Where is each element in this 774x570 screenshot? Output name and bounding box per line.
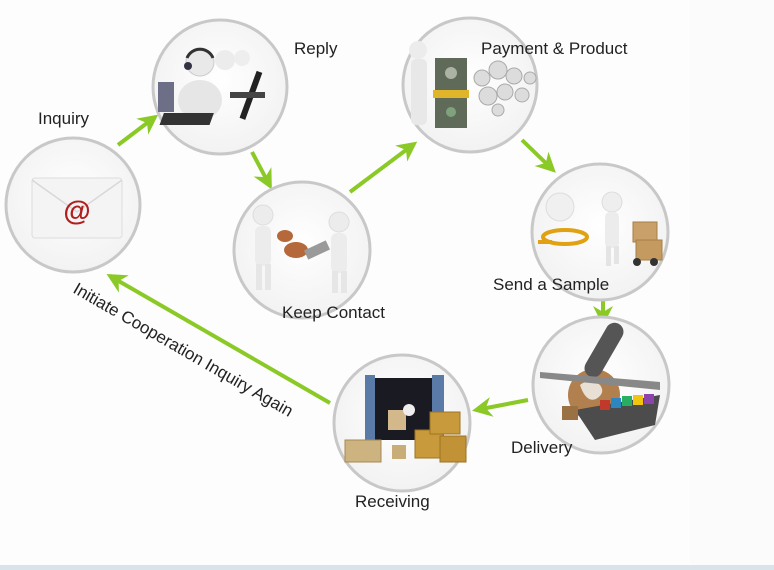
step-inquiry: @ Inquiry	[4, 109, 142, 274]
step-send-sample: Send a Sample	[493, 162, 670, 302]
handshake-exchange-icon	[252, 204, 350, 293]
step-reply: Reply	[151, 18, 338, 156]
arrow-delivery-to-receiving	[472, 397, 529, 417]
step-delivery: Delivery	[511, 315, 671, 457]
right-margin-band	[690, 0, 774, 565]
arrow-payment-to-sample	[520, 138, 556, 173]
call-center-operators-icon	[158, 47, 265, 125]
magnifier-hand-truck-icon	[538, 191, 663, 266]
svg-text:@: @	[63, 195, 90, 226]
flow-arrows	[106, 114, 613, 417]
step-label: Reply	[294, 39, 338, 58]
step-payment-product: Payment & Product	[401, 16, 628, 154]
step-label: Keep Contact	[282, 303, 385, 322]
step-label: Receiving	[355, 492, 430, 511]
step-label: Payment & Product	[481, 39, 628, 58]
arrow-inquiry-to-reply	[116, 114, 159, 147]
step-label: Delivery	[511, 438, 573, 457]
arrow-receiving-to-inquiry	[106, 274, 331, 405]
step-label: Send a Sample	[493, 275, 609, 294]
container-boxes-icon	[344, 375, 467, 463]
step-keep-contact: Keep Contact	[232, 180, 385, 322]
plane-globe-ship-icon	[540, 322, 660, 440]
step-label: Inquiry	[38, 109, 90, 128]
money-gears-icon	[409, 41, 537, 128]
bottom-border-bar	[0, 565, 774, 570]
step-receiving: Receiving	[332, 353, 472, 511]
arrow-keep-contact-to-payment	[348, 141, 418, 194]
email-envelope-icon: @	[31, 177, 123, 239]
shipping-containers	[600, 394, 654, 410]
arrow-reply-to-keep-contact	[250, 151, 272, 190]
